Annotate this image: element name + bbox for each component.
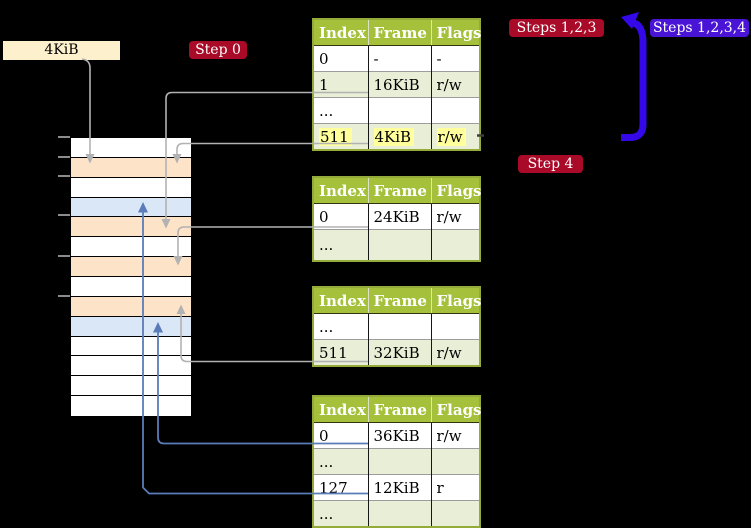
cell-index: ...	[313, 500, 368, 527]
memory-frame-row	[71, 376, 191, 397]
badge-step-0: Step 0	[189, 41, 247, 59]
table-row: ...	[313, 448, 480, 475]
page-table-level-2: Index Frame Flags ... 511 32KiB r/w	[312, 286, 482, 367]
cell-frame	[367, 500, 431, 527]
cell-index: 511	[313, 339, 368, 366]
table-row: ...	[313, 313, 480, 340]
cell-frame	[367, 229, 431, 261]
table-row-highlighted: 511 4KiB r/w	[313, 123, 480, 150]
badge-steps-1-2-3-4: Steps 1,2,3,4	[650, 19, 749, 37]
col-header-flags: Flags	[430, 19, 482, 46]
col-header-frame: Frame	[367, 177, 431, 204]
cell-index: 0	[313, 203, 368, 230]
col-header-frame: Frame	[367, 19, 431, 46]
big-steps-arrow-head	[621, 12, 639, 29]
page-table-level-3: Index Frame Flags 0 24KiB r/w ...	[312, 176, 482, 262]
memory-frame-row	[71, 336, 191, 357]
col-header-index: Index	[313, 287, 368, 314]
col-header-flags: Flags	[430, 177, 482, 204]
table-header-row: Index Frame Flags	[313, 396, 482, 423]
badge-step-4: Step 4	[518, 155, 583, 173]
cell-index: 0	[313, 45, 368, 72]
table-header-row: Index Frame Flags	[313, 19, 482, 46]
col-header-index: Index	[313, 396, 368, 423]
memory-frame-row	[71, 138, 191, 158]
memory-frame-row	[71, 157, 191, 178]
highlight-mark: 4KiB	[373, 127, 415, 146]
col-header-frame: Frame	[367, 287, 431, 314]
table-row: 1 16KiB r/w	[313, 71, 480, 98]
cell-frame: 36KiB	[367, 422, 431, 449]
cell-frame: 4KiB	[367, 123, 431, 150]
cell-flags: r/w	[430, 71, 480, 98]
highlight-mark: r/w	[436, 127, 466, 146]
memory-frame-row	[71, 257, 191, 277]
memory-frame-row	[71, 296, 191, 317]
memory-frame-row	[71, 237, 191, 258]
col-header-flags: Flags	[430, 287, 482, 314]
memory-address-ticks	[58, 136, 70, 297]
table-header-row: Index Frame Flags	[313, 287, 482, 314]
memory-frame-row	[71, 277, 191, 297]
cell-flags	[430, 313, 480, 340]
cell-index: ...	[313, 313, 368, 340]
memory-address-label: 4KiB	[3, 41, 120, 60]
table-row: 511 32KiB r/w	[313, 339, 480, 366]
cell-flags: r/w	[430, 339, 480, 366]
cell-flags: r/w	[430, 203, 480, 230]
page-table-level-4: Index Frame Flags 0 - - 1 16KiB r/w ...	[312, 18, 482, 151]
table-row: ...	[313, 229, 480, 261]
col-header-index: Index	[313, 19, 368, 46]
table-row: ...	[313, 500, 480, 527]
memory-frame-row	[71, 356, 191, 377]
badge-steps-1-2-3: Steps 1,2,3	[509, 19, 604, 37]
cell-index: 511	[313, 123, 368, 150]
highlight-mark: 511	[319, 127, 352, 146]
col-header-flags: Flags	[430, 396, 482, 423]
cell-frame	[367, 448, 431, 475]
cell-flags	[430, 500, 480, 527]
cell-index: 0	[313, 422, 368, 449]
table-row: 0 36KiB r/w	[313, 422, 480, 449]
big-steps-arrow-shaft	[621, 19, 647, 141]
cell-flags	[430, 229, 480, 261]
cell-frame: 12KiB	[367, 474, 431, 501]
table-header-row: Index Frame Flags	[313, 177, 482, 204]
cell-flags	[430, 97, 480, 124]
table-row: 127 12KiB r	[313, 474, 480, 501]
table-row: ...	[313, 97, 480, 124]
memory-frame-row	[71, 197, 191, 218]
cell-frame: 16KiB	[367, 71, 431, 98]
cell-flags: r/w	[430, 123, 480, 150]
cell-frame	[367, 97, 431, 124]
table-row: 0 - -	[313, 45, 480, 72]
cell-index: ...	[313, 229, 368, 261]
cell-flags: r	[430, 474, 480, 501]
memory-frame-row	[71, 217, 191, 238]
memory-frame-row	[71, 316, 191, 337]
cell-flags: -	[430, 45, 480, 72]
memory-frame-row	[71, 177, 191, 198]
cell-frame: 24KiB	[367, 203, 431, 230]
col-header-index: Index	[313, 177, 368, 204]
cell-index: ...	[313, 448, 368, 475]
col-header-frame: Frame	[367, 396, 431, 423]
cell-frame: -	[367, 45, 431, 72]
cell-frame: 32KiB	[367, 339, 431, 366]
cell-flags: r/w	[430, 422, 480, 449]
page-table-level-1: Index Frame Flags 0 36KiB r/w ... 127 12…	[312, 395, 482, 528]
cell-frame	[367, 313, 431, 340]
cell-index: 127	[313, 474, 368, 501]
cell-index: 1	[313, 71, 368, 98]
table-row: 0 24KiB r/w	[313, 203, 480, 230]
cell-index: ...	[313, 97, 368, 124]
physical-memory-column	[70, 137, 192, 417]
memory-frame-row	[71, 396, 191, 416]
cell-flags	[430, 448, 480, 475]
